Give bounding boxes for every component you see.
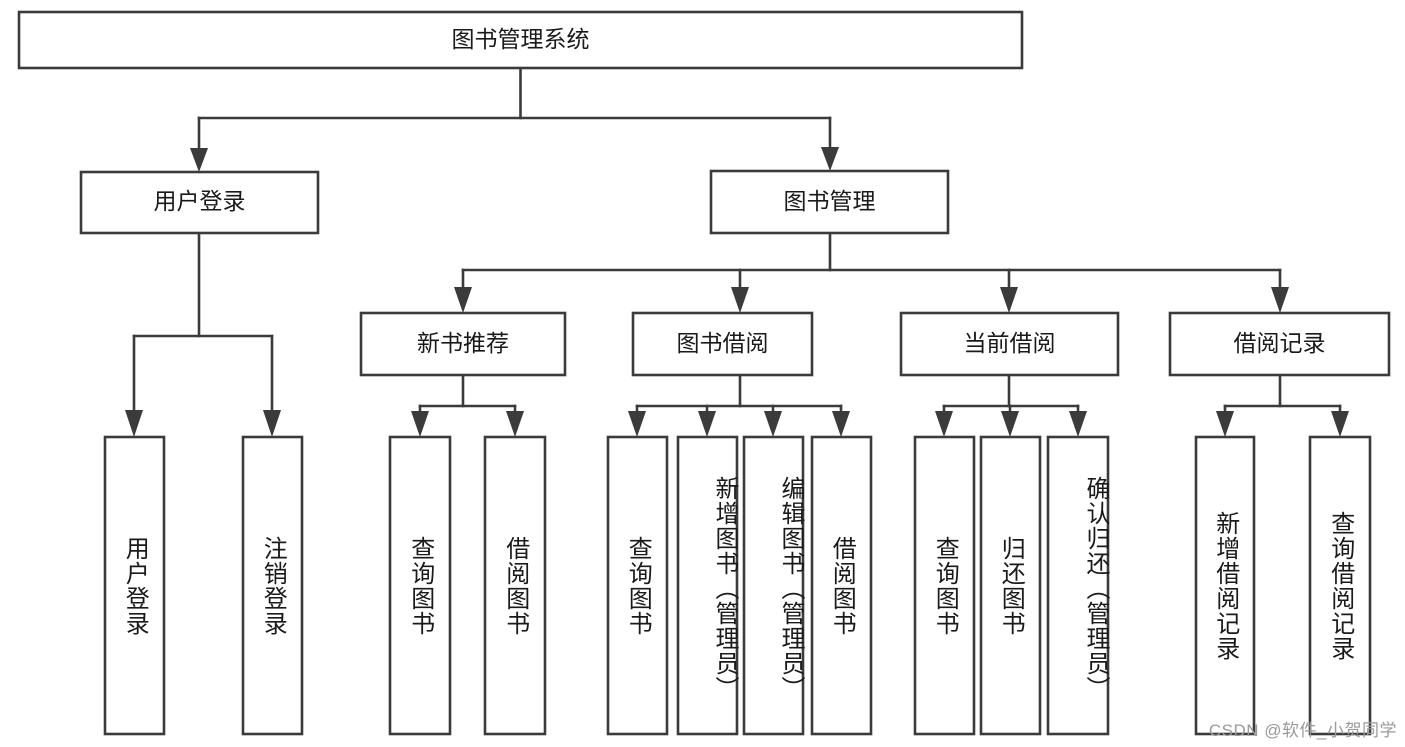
arrow-leaf-return-book: [1001, 411, 1019, 437]
connector-layer: [125, 66, 1349, 437]
node-leaf-user-logout[interactable]: [241, 435, 304, 736]
node-user-login-label: 用户登录: [154, 188, 246, 214]
node-leaf-add-book[interactable]: [676, 435, 739, 736]
node-book-manage[interactable]: [709, 169, 950, 235]
arrow-leaf-query-book-rec: [411, 411, 429, 437]
node-root[interactable]: [17, 10, 1024, 70]
node-borrow-record[interactable]: [1168, 311, 1391, 377]
node-leaf-query-book-cur[interactable]: [913, 435, 976, 736]
node-leaf-query-book-rec[interactable]: [388, 435, 452, 736]
node-book-borrow[interactable]: [631, 311, 814, 377]
arrow-leaf-edit-book: [764, 411, 782, 437]
node-leaf-edit-book[interactable]: [742, 435, 805, 736]
arrow-leaf-user-login: [125, 410, 143, 437]
arrow-leaf-confirm-return: [1069, 411, 1087, 437]
arrow-leaf-borrow-book: [832, 411, 850, 437]
arrow-leaf-query-book-borrow: [628, 411, 646, 437]
node-new-book-recommend[interactable]: [359, 311, 567, 377]
arrow-leaf-borrow-book-rec: [506, 411, 524, 437]
arrow-new-book-recommend: [454, 287, 472, 313]
csdn-watermark: CSDN @软件_小贺同学: [1208, 721, 1397, 740]
node-new-book-recommend-label: 新书推荐: [417, 330, 509, 356]
node-book-manage-label: 图书管理: [784, 188, 876, 214]
arrow-borrow-record: [1271, 287, 1289, 313]
node-leaf-query-book-borrow[interactable]: [606, 435, 669, 736]
arrow-book-borrow: [731, 287, 749, 313]
node-layer: 图书管理系统 用户登录 图书管理 新书推荐 图书借阅 当前借阅 借阅记录: [17, 10, 1391, 736]
node-leaf-borrow-book-rec[interactable]: [483, 435, 547, 736]
node-leaf-borrow-book[interactable]: [810, 435, 873, 736]
node-current-borrow-label: 当前借阅: [964, 330, 1056, 356]
node-leaf-query-record[interactable]: [1308, 435, 1372, 736]
node-current-borrow[interactable]: [899, 311, 1120, 377]
node-leaf-confirm-return[interactable]: [1046, 435, 1110, 736]
node-user-login[interactable]: [79, 170, 320, 235]
node-leaf-add-record[interactable]: [1194, 435, 1256, 736]
node-borrow-record-label: 借阅记录: [1234, 330, 1326, 356]
node-book-borrow-label: 图书借阅: [677, 330, 769, 356]
arrow-current-borrow: [1000, 287, 1018, 313]
arrow-to-book-manage: [821, 147, 839, 171]
node-root-label: 图书管理系统: [452, 26, 590, 52]
node-leaf-return-book[interactable]: [979, 435, 1042, 736]
arrow-to-user-login: [190, 148, 208, 172]
arrow-leaf-add-book: [698, 411, 716, 437]
node-leaf-user-login[interactable]: [103, 435, 166, 736]
arrow-leaf-query-record: [1331, 411, 1349, 437]
arrow-leaf-add-record: [1216, 411, 1234, 437]
arrow-leaf-user-logout: [263, 410, 281, 437]
arrow-leaf-query-book-cur: [935, 411, 953, 437]
